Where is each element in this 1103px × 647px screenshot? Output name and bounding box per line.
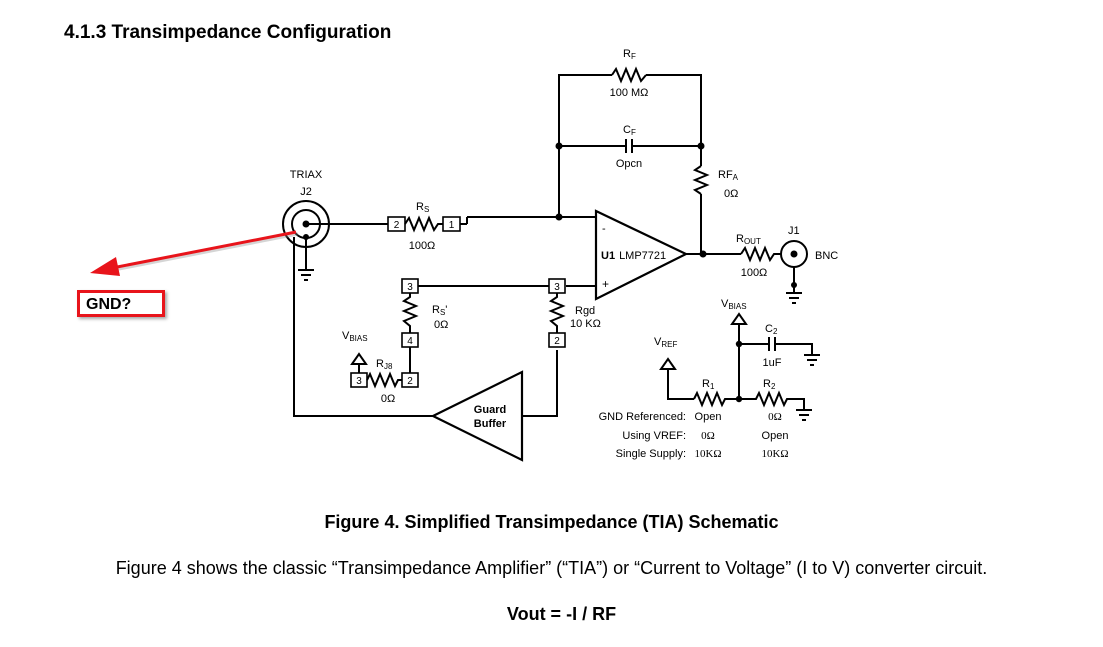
config-row: Using VREF: 0Ω Open — [622, 430, 788, 442]
svg-text:Using VREF:: Using VREF: — [622, 430, 686, 442]
rs-value: 100Ω — [409, 240, 436, 252]
r2-ref: R2 — [763, 378, 776, 391]
svg-text:Guard: Guard — [474, 404, 506, 416]
formula: Vout = -I / RF — [506, 604, 617, 624]
gnd-annotation-box: GND? — [77, 290, 165, 317]
svg-text:Single Supply:: Single Supply: — [616, 448, 686, 460]
config-table: GND Referenced: Open 0Ω Using VREF: 0Ω O… — [599, 411, 789, 460]
rj8-resistor: 3 2 RJ8 0Ω — [350, 358, 419, 405]
rf-resistor: RF 100 MΩ — [610, 48, 649, 99]
vbias-right-label: VBIAS — [721, 298, 747, 311]
c2-ref: C2 — [765, 323, 778, 336]
rout-resistor: ROUT 100Ω — [736, 233, 781, 279]
j1-ref: J1 — [788, 225, 800, 237]
vbias-left-symbol: VBIAS — [342, 330, 368, 373]
r2-resistor: R2 — [739, 378, 812, 421]
figure-caption: Figure 4. Simplified Transimpedance (TIA… — [324, 512, 779, 532]
rfa-value: 0Ω — [724, 188, 738, 200]
svg-text:3: 3 — [407, 282, 413, 293]
j2-triax-connector[interactable]: TRIAX J2 — [282, 169, 330, 281]
j1-type: BNC — [815, 250, 838, 262]
rfa-ref: RFA — [718, 169, 739, 182]
vref-symbol: VREF — [654, 336, 694, 400]
svg-text:Buffer: Buffer — [474, 418, 507, 430]
feedback-wires — [555, 74, 705, 217]
svg-text:Open: Open — [695, 411, 722, 423]
svg-text:-: - — [602, 223, 606, 235]
c2-capacitor: C2 1uF — [739, 323, 820, 369]
rout-value: 100Ω — [741, 267, 768, 279]
vref-label: VREF — [654, 336, 677, 349]
rs-ref: RS — [416, 201, 429, 214]
guard-buffer: Guard Buffer — [430, 370, 524, 462]
r1-resistor: R1 — [693, 378, 739, 408]
cf-capacitor: CF Opcn — [616, 124, 642, 170]
svg-text:GND Referenced:: GND Referenced: — [599, 411, 686, 423]
svg-text:3: 3 — [554, 282, 560, 293]
svg-text:3: 3 — [356, 376, 362, 387]
j1-bnc-connector[interactable]: J1 BNC — [780, 225, 838, 304]
rgd-ref: Rgd — [575, 305, 595, 317]
rfa-resistor: RFA 0Ω — [692, 146, 739, 254]
rj8-ref: RJ8 — [376, 358, 393, 371]
svg-text:Open: Open — [762, 430, 789, 442]
cf-ref: CF — [623, 124, 636, 137]
vbias-right-symbol: VBIAS — [721, 298, 748, 403]
config-row: GND Referenced: Open 0Ω — [599, 411, 782, 423]
svg-text:10KΩ: 10KΩ — [761, 448, 788, 460]
gnd-annotation-label: GND? — [86, 296, 132, 313]
body-paragraph: Figure 4 shows the classic “Transimpedan… — [115, 558, 988, 578]
svg-text:2: 2 — [554, 336, 560, 347]
rs-prime-ref: RS' — [432, 304, 447, 317]
svg-text:0Ω: 0Ω — [701, 430, 715, 442]
svg-text:0Ω: 0Ω — [768, 411, 782, 423]
svg-text:4: 4 — [407, 336, 413, 347]
annotation-arrow — [90, 230, 299, 276]
rgd-resistor: 3 2 Rgd 10 KΩ — [548, 278, 601, 348]
svg-text:1: 1 — [449, 220, 455, 231]
rout-ref: ROUT — [736, 233, 761, 246]
c2-value: 1uF — [763, 357, 782, 369]
svg-text:2: 2 — [407, 376, 413, 387]
vbias-left-label: VBIAS — [342, 330, 368, 343]
r1-ref: R1 — [702, 378, 715, 391]
rgd-value: 10 KΩ — [570, 318, 601, 330]
rs-prime-value: 0Ω — [434, 319, 448, 331]
rf-ref: RF — [623, 48, 636, 61]
rf-value: 100 MΩ — [610, 87, 649, 99]
svg-text:10KΩ: 10KΩ — [694, 448, 721, 460]
j2-type: TRIAX — [290, 169, 323, 181]
rs-prime-resistor: 3 4 RS' 0Ω — [401, 278, 448, 373]
guard-wires — [293, 237, 596, 417]
j2-ref: J2 — [300, 186, 312, 198]
rs-resistor: 2 1 RS 100Ω — [387, 201, 461, 252]
svg-text:+: + — [602, 277, 609, 291]
section-heading: 4.1.3 Transimpedance Configuration — [64, 22, 392, 43]
svg-text:2: 2 — [394, 220, 400, 231]
cf-value: Opcn — [616, 158, 642, 170]
config-row: Single Supply: 10KΩ 10KΩ — [616, 448, 789, 460]
rj8-value: 0Ω — [381, 393, 395, 405]
